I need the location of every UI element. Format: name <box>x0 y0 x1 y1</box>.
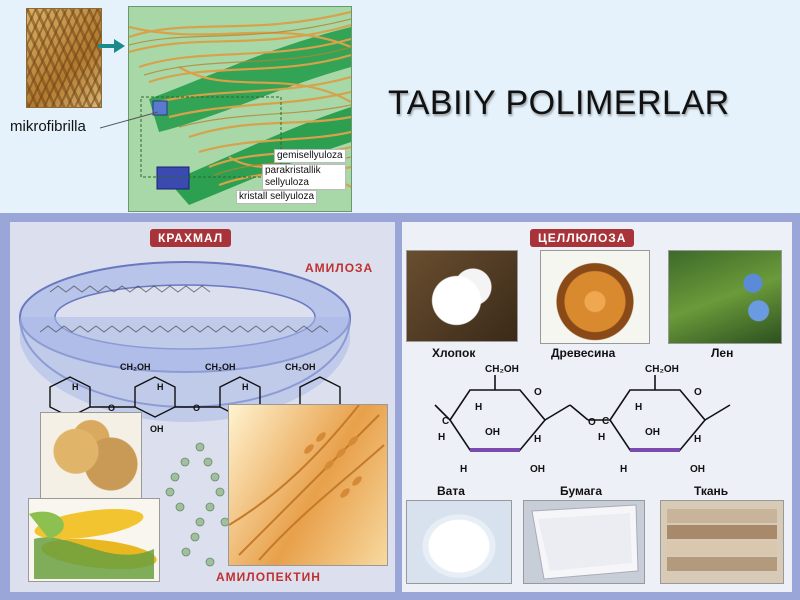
wood-caption: Древесина <box>551 346 616 360</box>
paper-caption: Бумага <box>560 484 603 498</box>
flax-photo <box>668 250 782 344</box>
cellulose-formula-h: H <box>598 432 605 443</box>
crystalline-cellulose-label: kristall sellyuloza <box>236 190 318 204</box>
microfibril-label: mikrofibrilla <box>10 118 86 135</box>
microfibril-leader-line <box>100 111 159 129</box>
paper-photo <box>523 500 645 584</box>
starch-formula-h: H <box>242 382 249 392</box>
starch-badge: КРАХМАЛ <box>150 229 232 247</box>
cotton-wool-caption: Вата <box>437 484 465 498</box>
wood-photo <box>540 250 650 344</box>
starch-formula-h: H <box>157 382 164 392</box>
amylose-ring-illustration <box>19 261 351 567</box>
starch-formula-o: O <box>193 403 200 413</box>
page-title: TABIIY POLIMERLAR <box>388 84 730 122</box>
cellulose-formula-h: H <box>620 464 627 475</box>
cotton-wool-photo <box>406 500 512 584</box>
wood-fiber-photo <box>26 8 102 108</box>
gemicellulose-label: gemisellyuloza <box>274 149 346 163</box>
starch-formula-ch2oh: CH₂OH <box>120 362 151 372</box>
cellulose-formula-o: O <box>534 387 542 398</box>
paracrystalline-cellulose-label: parakristallik sellyuloza <box>262 164 346 190</box>
cotton-photo <box>406 250 518 342</box>
fabric-photo <box>660 500 784 584</box>
fabric-caption: Ткань <box>694 484 729 498</box>
starch-formula-ch2oh: CH₂OH <box>285 362 316 372</box>
cotton-caption: Хлопок <box>432 346 476 360</box>
cellulose-formula-h: H <box>460 464 467 475</box>
potato-photo <box>40 412 142 499</box>
cellulose-formula-c: C <box>602 416 609 427</box>
cellulose-formula-h: H <box>694 434 701 445</box>
wheat-photo <box>228 404 388 566</box>
cellulose-formula-o: O <box>694 387 702 398</box>
cellulose-formula-ch2oh: CH₂OH <box>485 364 519 375</box>
cellulose-formula-oh: OH <box>645 427 660 438</box>
cellulose-formula-h: H <box>635 402 642 413</box>
starch-formula-h: H <box>72 382 79 392</box>
cellulose-formula: CH₂OH CH₂OH O O O OH OH OH OH H H H H H … <box>434 364 731 475</box>
starch-formula-oh: OH <box>150 424 164 434</box>
amylose-label: АМИЛОЗА <box>305 261 374 275</box>
cellulose-formula-h: H <box>475 402 482 413</box>
corn-photo <box>28 498 160 582</box>
flax-caption: Лен <box>711 346 734 360</box>
cellulose-formula-oh: OH <box>530 464 545 475</box>
cellulose-formula-o: O <box>588 417 596 428</box>
cellulose-formula-c: C <box>442 416 449 427</box>
cellulose-formula-oh: OH <box>485 427 500 438</box>
cellulose-formula-ch2oh: CH₂OH <box>645 364 679 375</box>
starch-formula-ch2oh: CH₂OH <box>205 362 236 372</box>
arrow-right-icon <box>98 39 125 53</box>
cellulose-formula-h: H <box>438 432 445 443</box>
cellulose-formula-h: H <box>534 434 541 445</box>
cellulose-badge: ЦЕЛЛЮЛОЗА <box>530 229 635 247</box>
starch-formula-o: O <box>108 403 115 413</box>
amylopectin-label: АМИЛОПЕКТИН <box>216 570 321 584</box>
cellulose-formula-oh: OH <box>690 464 705 475</box>
